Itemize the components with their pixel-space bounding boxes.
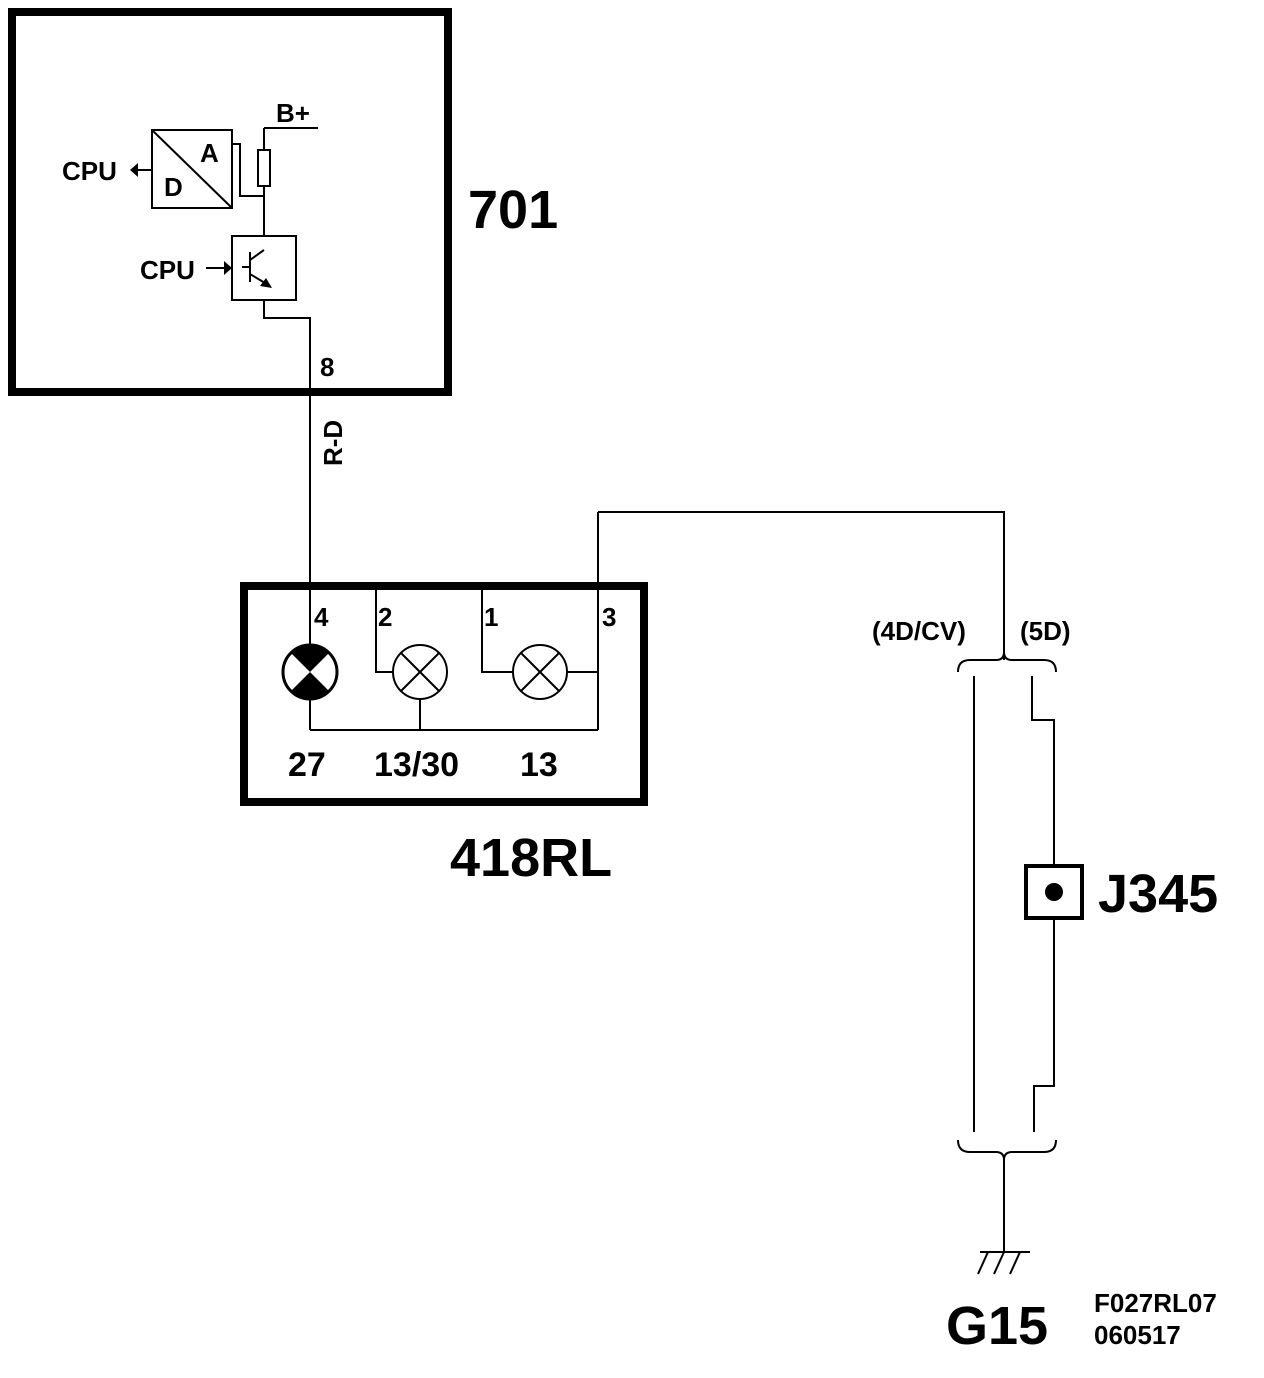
adc-converter: A D — [151, 129, 233, 209]
ecu-701-label: 701 — [468, 180, 558, 240]
ground-g15-icon — [977, 1251, 1030, 1275]
cpu-out-label: CPU — [62, 156, 117, 186]
adc-d-label: D — [164, 172, 183, 202]
led-lamp-icon — [281, 643, 339, 701]
drawing-ref-code: F027RL07 — [1094, 1288, 1217, 1318]
ground-g15-label: G15 — [946, 1296, 1048, 1356]
lamp-label-13-30: 13/30 — [374, 746, 459, 784]
variant-brace-top — [957, 651, 1057, 673]
splice-dot-icon — [1045, 883, 1063, 901]
splice-j345-label: J345 — [1098, 864, 1218, 924]
wire-color-label: R-D — [318, 420, 348, 466]
drawing-ref-date: 060517 — [1094, 1320, 1181, 1350]
lamp-unit-418rl-box — [240, 582, 648, 806]
variant-right-label: (5D) — [1020, 616, 1071, 646]
output-transistor-box — [231, 235, 297, 301]
variant-brace-bottom — [957, 1139, 1057, 1161]
adc-a-label: A — [200, 138, 219, 168]
bulb-lamp-2-icon — [392, 644, 448, 700]
supply-b-plus-label: B+ — [276, 98, 310, 128]
lamp-label-27: 27 — [288, 746, 326, 784]
ecu-701-box — [8, 8, 452, 396]
lamp-pin-4-label: 4 — [314, 602, 329, 632]
variant-left-label: (4D/CV) — [872, 616, 966, 646]
cpu-out-arrow-icon — [130, 163, 138, 177]
cpu-in-label: CPU — [140, 255, 195, 285]
pullup-resistor-icon — [257, 149, 271, 187]
bulb-lamp-1-icon — [512, 644, 568, 700]
lamp-pin-1-label: 1 — [484, 602, 498, 632]
lamp-label-13: 13 — [520, 746, 558, 784]
transistor-icon — [242, 249, 272, 288]
lamp-pin-3-label: 3 — [602, 602, 616, 632]
ecu-pin-8-label: 8 — [320, 352, 334, 382]
cpu-in-arrow-icon — [224, 261, 232, 275]
lamp-unit-label: 418RL — [450, 828, 612, 888]
wire-ground-return — [598, 511, 1005, 660]
lamp-pin-2-label: 2 — [378, 602, 392, 632]
wire-variant-5d — [1031, 676, 1055, 866]
